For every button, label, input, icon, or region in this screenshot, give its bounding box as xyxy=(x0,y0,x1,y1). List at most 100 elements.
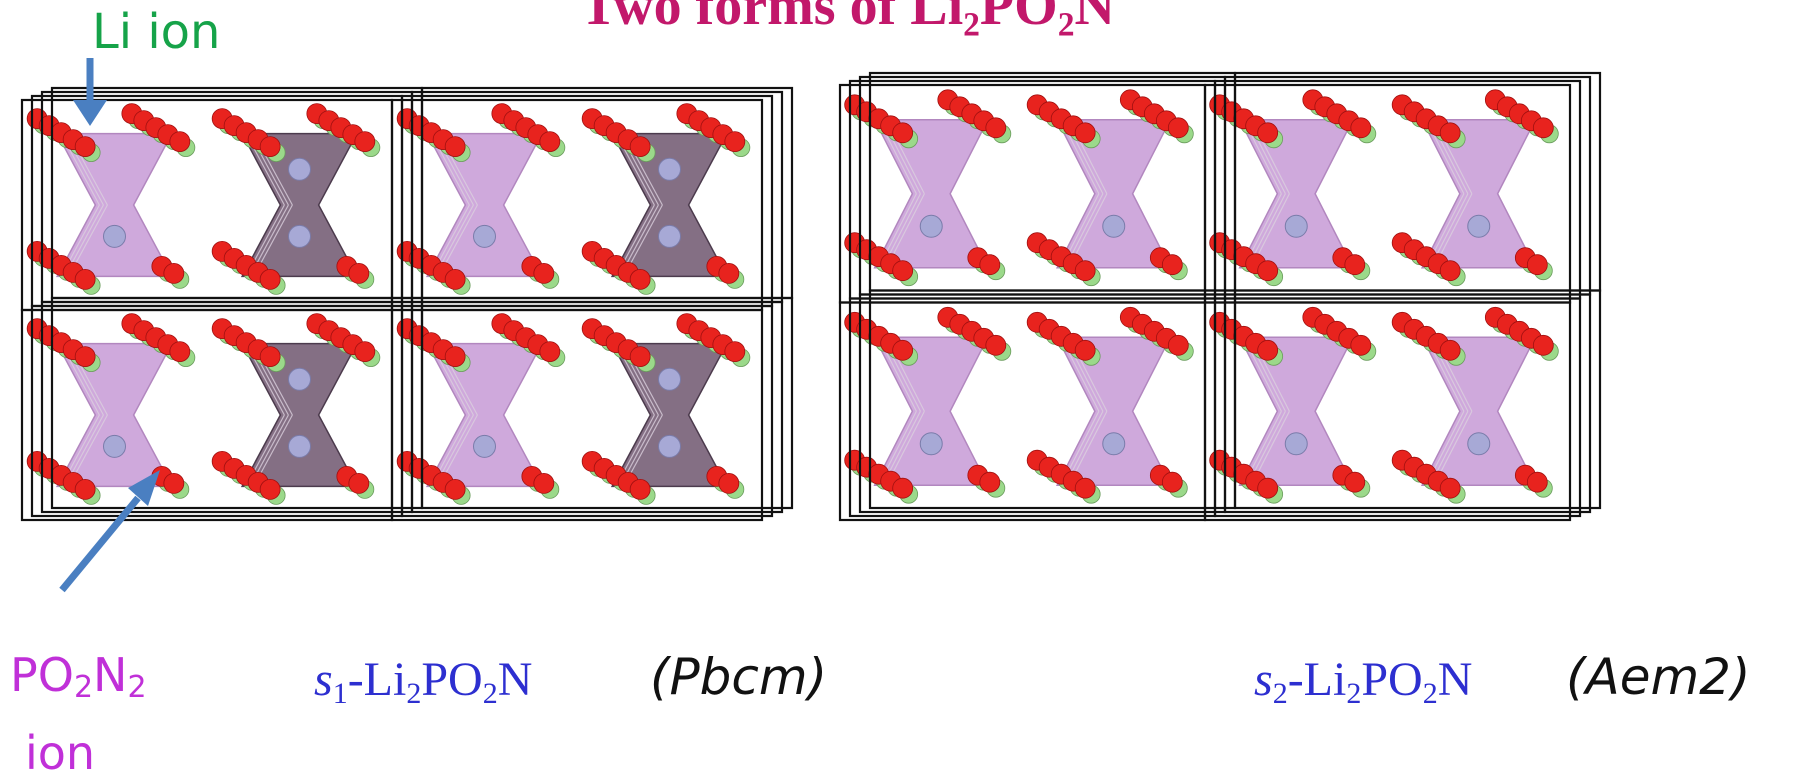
unit-cell-frame xyxy=(400,304,774,518)
formula-s1-a: -Li xyxy=(347,653,407,706)
unit-cell-frame xyxy=(1203,301,1572,522)
nitrogen-atom xyxy=(1102,214,1126,238)
bond-line xyxy=(1433,193,1469,260)
po2n2-tetrahedron xyxy=(55,342,174,488)
oxygen-atom xyxy=(629,136,651,158)
li-ion-label: Li ion xyxy=(92,4,221,60)
bond-line xyxy=(1074,349,1108,412)
po2n2-tetrahedron xyxy=(425,342,544,488)
bond-line xyxy=(1439,131,1473,195)
formula-s2-sub-b: 2 xyxy=(1422,677,1438,710)
nitrogen-atom xyxy=(103,224,126,248)
oxygen-atom xyxy=(1257,477,1279,499)
oxygen-atom xyxy=(348,472,370,494)
po2n2-tetrahedron xyxy=(1055,336,1172,486)
po2n2-label: PO2N2 xyxy=(10,652,147,703)
bond-line xyxy=(1251,193,1286,260)
oxygen-atom xyxy=(1161,254,1183,276)
bond-line xyxy=(438,204,474,269)
unit-cell-frame xyxy=(420,296,794,510)
oxygen-atom xyxy=(1161,471,1183,493)
bond-line xyxy=(444,204,478,265)
formula-s2: s2-Li2PO2N xyxy=(1254,656,1472,709)
bond-line xyxy=(259,414,293,475)
oxygen-atom xyxy=(1526,471,1548,493)
nitrogen-atom xyxy=(1102,432,1126,456)
unit-cell-frame xyxy=(1233,289,1602,510)
bond-line xyxy=(892,349,925,412)
po2n2-tetrahedron xyxy=(240,132,359,278)
bond-line xyxy=(68,204,104,269)
formula-s2-b: PO xyxy=(1361,653,1423,706)
po2n2-tetrahedron xyxy=(55,132,174,278)
formula-s1-c: N xyxy=(497,653,533,706)
po-part: PO xyxy=(10,648,74,702)
po2n2-tetrahedron xyxy=(1420,336,1537,486)
bond-line xyxy=(1062,123,1100,195)
oxygen-atom xyxy=(1074,339,1096,361)
nitrogen-atom xyxy=(658,157,681,181)
bond-line xyxy=(886,193,921,260)
bond-line xyxy=(1257,131,1290,195)
po2n2-tetrahedron xyxy=(873,336,990,486)
structure-s2 xyxy=(838,71,1602,522)
nitrogen-atom xyxy=(919,214,943,238)
oxygen-atom xyxy=(1344,254,1366,276)
bond-line xyxy=(1062,341,1100,412)
oxygen-atom xyxy=(1439,477,1461,499)
bond-line xyxy=(1433,410,1469,478)
oxygen-atom xyxy=(1439,122,1461,144)
bond-line xyxy=(623,204,659,269)
bond-line xyxy=(253,204,289,269)
li-ion-arrow-head xyxy=(73,100,107,126)
bond-line xyxy=(259,204,293,265)
oxygen-atom xyxy=(1344,471,1366,493)
oxygen-atom xyxy=(539,131,561,153)
nitrogen-atom xyxy=(658,434,681,458)
bond-line xyxy=(892,193,925,256)
oxygen-atom xyxy=(724,341,746,363)
formula-s1: s1-Li2PO2N xyxy=(314,656,532,709)
oxygen-atom xyxy=(1532,334,1554,356)
structure-s1 xyxy=(20,86,794,522)
bond-line xyxy=(68,414,104,479)
oxygen-atom xyxy=(74,268,96,290)
oxygen-atom xyxy=(629,268,651,290)
oxygen-atom xyxy=(718,262,740,284)
oxygen-atom xyxy=(259,136,281,158)
oxygen-atom xyxy=(259,268,281,290)
nitrogen-atom xyxy=(1284,432,1308,456)
unit-cell-frame xyxy=(1223,293,1592,514)
oxygen-atom xyxy=(163,262,185,284)
oxygen-atom xyxy=(163,472,185,494)
bond-line xyxy=(1074,131,1108,195)
oxygen-atom xyxy=(444,136,466,158)
oxygen-atom xyxy=(1439,260,1461,282)
nitrogen-atom xyxy=(919,432,943,456)
bond-line xyxy=(880,123,917,195)
nitrogen-atom xyxy=(288,434,311,458)
oxygen-atom xyxy=(1257,122,1279,144)
bond-line xyxy=(629,204,663,265)
formula-s1-prefix: s xyxy=(314,653,333,706)
oxygen-atom xyxy=(354,131,376,153)
oxygen-atom xyxy=(1074,477,1096,499)
bond-line xyxy=(1068,410,1104,478)
unit-cell-frame xyxy=(1213,297,1582,518)
oxygen-atom xyxy=(892,339,914,361)
po2n2-tetrahedron xyxy=(1238,336,1355,486)
formula-s1-b: PO xyxy=(421,653,483,706)
unit-cell-frame xyxy=(390,308,764,522)
formula-s2-sub-a: 2 xyxy=(1346,677,1362,710)
oxygen-atom xyxy=(724,131,746,153)
oxygen-atom xyxy=(1532,117,1554,139)
nitrogen-atom xyxy=(103,434,126,458)
diagram-title: Two forms of Li₂PO₂N xyxy=(580,0,1115,37)
oxygen-atom xyxy=(892,477,914,499)
formula-s2-index: 2 xyxy=(1272,677,1288,710)
po2n2-arrow-shaft xyxy=(59,495,141,593)
oxygen-atom xyxy=(444,346,466,368)
oxygen-atom xyxy=(1526,254,1548,276)
bond-line xyxy=(1245,341,1282,412)
